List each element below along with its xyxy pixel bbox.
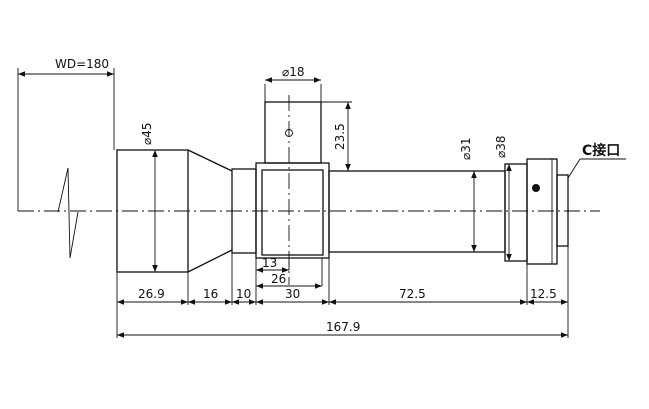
sub-dimensions: 13 26 bbox=[256, 256, 322, 289]
c-mount-label: C接口 bbox=[582, 142, 620, 159]
taper-bottom bbox=[187, 249, 233, 273]
main-barrel bbox=[328, 170, 506, 253]
mount-screw bbox=[532, 184, 540, 192]
barrel-diameter-label: ⌀31 bbox=[459, 138, 473, 161]
c-mount-flange bbox=[526, 158, 558, 265]
front-diameter-label: ⌀45 bbox=[140, 123, 154, 146]
length-taper-label: 16 bbox=[203, 287, 218, 301]
length-total-label: 167.9 bbox=[326, 320, 360, 334]
length-mount-label: 12.5 bbox=[530, 287, 557, 301]
c-mount-callout: C接口 bbox=[567, 142, 626, 179]
length-front-label: 26.9 bbox=[138, 287, 165, 301]
segment-length-dimensions: 26.9 16 10 30 72.5 12.5 bbox=[117, 287, 568, 305]
working-distance-label: WD=180 bbox=[55, 57, 109, 71]
sub-26-label: 26 bbox=[271, 272, 286, 286]
c-mount-thread bbox=[556, 174, 569, 247]
length-barrel-label: 72.5 bbox=[399, 287, 426, 301]
port-height-label: 23.5 bbox=[333, 123, 347, 150]
sub-13-label: 13 bbox=[262, 256, 277, 270]
top-port bbox=[264, 101, 322, 164]
prism-collar bbox=[255, 162, 330, 259]
length-collar-label: 30 bbox=[285, 287, 300, 301]
port-height-dimension: 23.5 bbox=[321, 101, 352, 172]
working-distance-indicator: WD=180 bbox=[17, 57, 115, 259]
mount-diameter-label: ⌀38 bbox=[494, 136, 508, 159]
extension-lines bbox=[116, 246, 569, 338]
mount-ring bbox=[504, 163, 528, 262]
total-length-dimension: 167.9 bbox=[117, 320, 568, 338]
collar-inner bbox=[261, 169, 324, 256]
lens-body bbox=[116, 95, 569, 285]
port-diameter-label: ⌀18 bbox=[282, 65, 305, 79]
taper-top bbox=[187, 149, 233, 172]
length-neck-label: 10 bbox=[236, 287, 251, 301]
diameter-dimensions: ⌀45 ⌀31 ⌀38 ⌀18 bbox=[140, 65, 512, 272]
